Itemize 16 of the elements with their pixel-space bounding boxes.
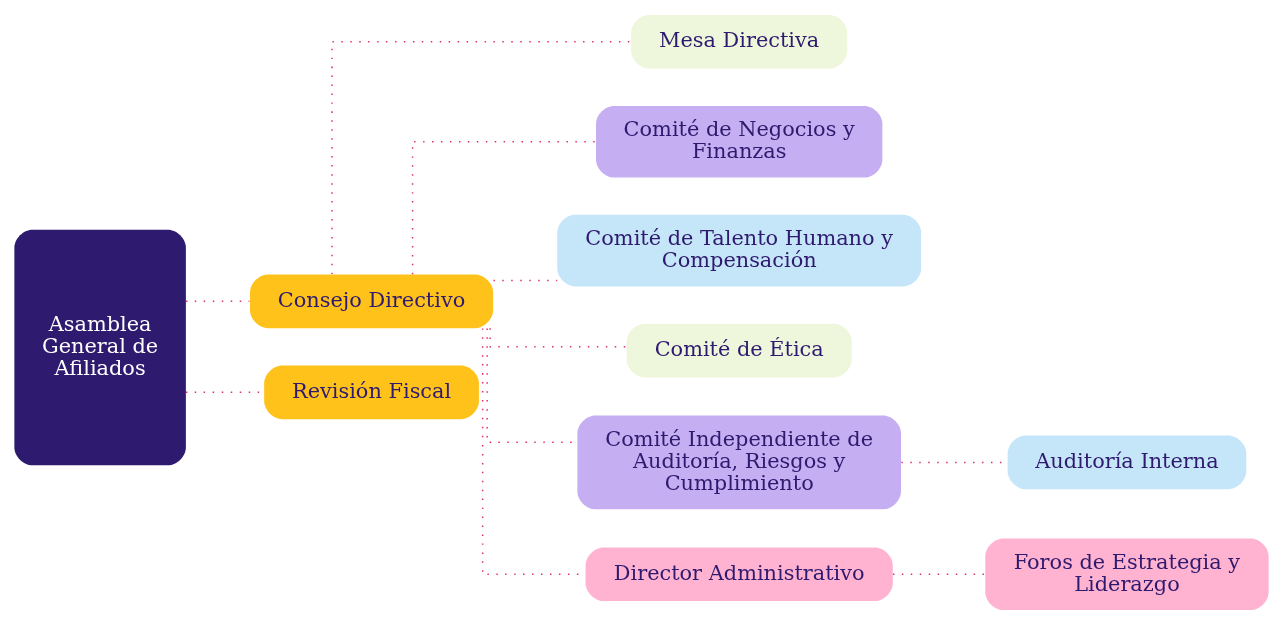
node-box: Director Administrativo	[585, 546, 893, 601]
node-box: Comité de Ética	[626, 323, 852, 377]
connector	[892, 573, 986, 575]
connector	[185, 300, 251, 302]
node-box: Comité de Negocios y Finanzas	[596, 105, 883, 178]
node-box: Consejo Directivo	[250, 273, 494, 328]
node-box: Comité de Talento Humano y Compensación	[557, 214, 922, 286]
connector	[331, 40, 632, 275]
node-box: Revisión Fiscal	[264, 364, 479, 419]
connector	[411, 140, 597, 275]
node-box: Foros de Estrategia y Liderazgo	[985, 537, 1269, 610]
node-box: Mesa Directiva	[631, 14, 848, 69]
node-box: Asamblea General de Afiliados	[14, 229, 186, 465]
connector	[489, 327, 628, 348]
node-box: Auditoría Interna	[1007, 435, 1247, 489]
node-box: Comité Independiente de Auditoría, Riesgos y Cumplimiento	[577, 414, 901, 509]
